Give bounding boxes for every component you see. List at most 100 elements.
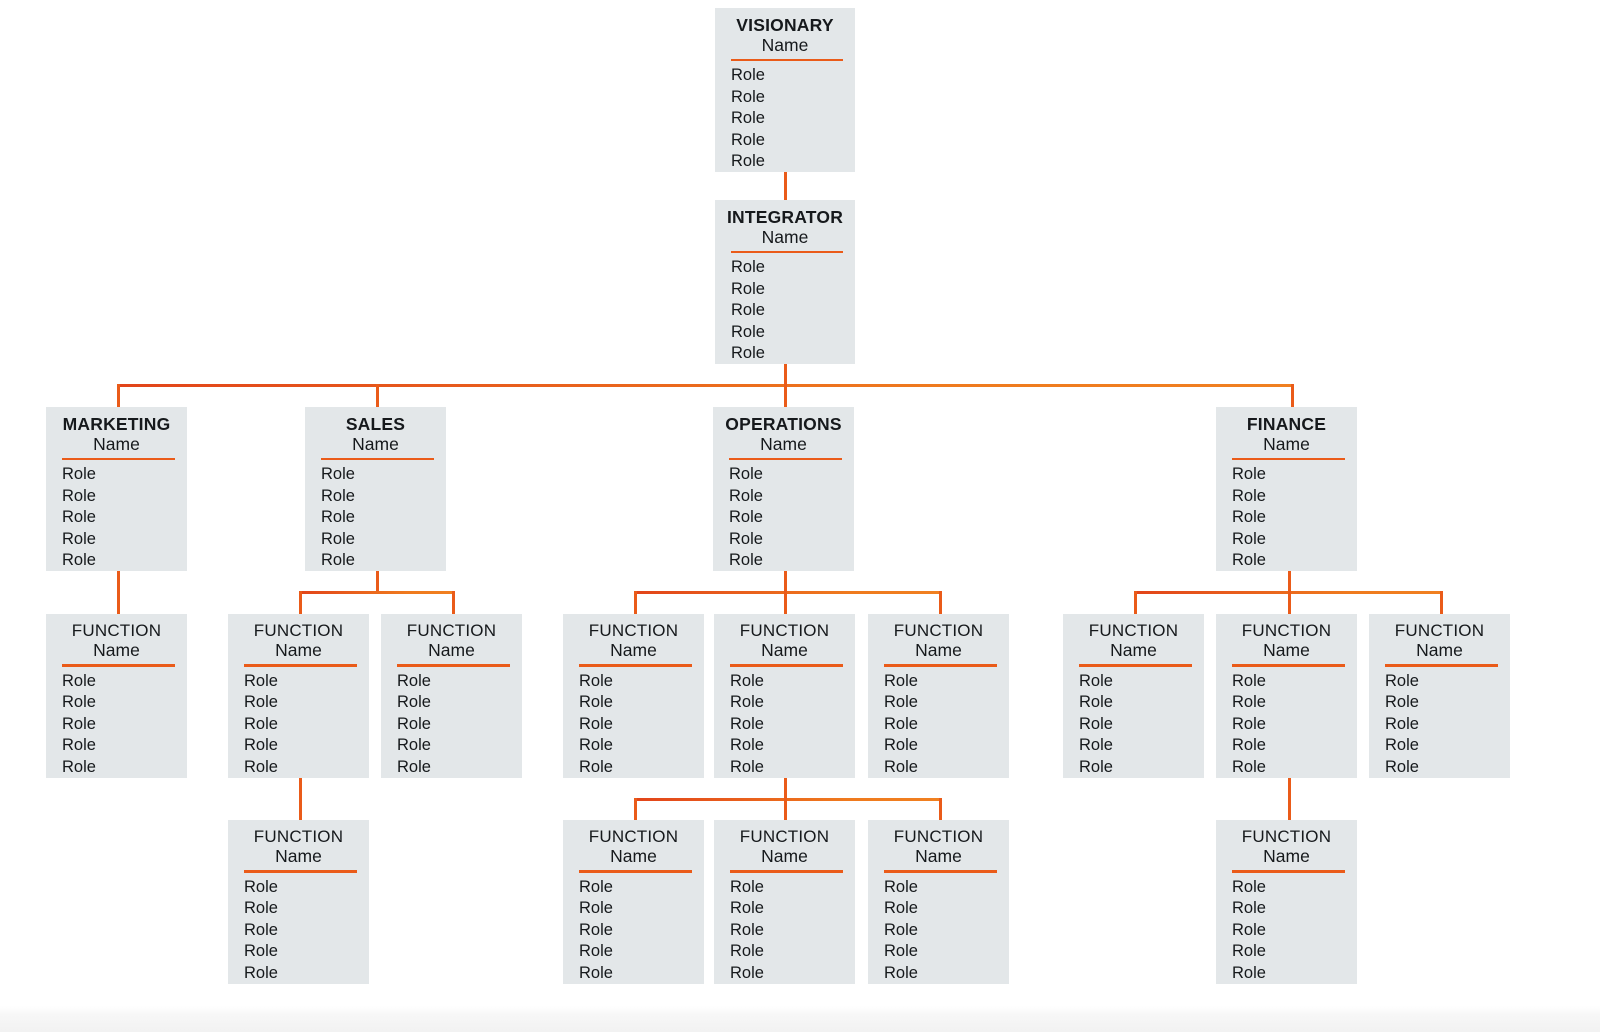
- node-operations-function-3[interactable]: FUNCTION Name Role Role Role Role Role: [868, 614, 1009, 778]
- node-divider: [730, 664, 843, 667]
- role-item: Role: [731, 322, 765, 341]
- role-item: Role: [579, 671, 613, 690]
- node-divider: [1232, 664, 1345, 667]
- role-list: Role Role Role Role Role: [1369, 671, 1510, 785]
- role-item: Role: [884, 671, 918, 690]
- role-item: Role: [244, 671, 278, 690]
- role-item: Role: [1232, 877, 1266, 896]
- role-list: Role Role Role Role Role: [563, 671, 704, 785]
- connector-drop-sales: [376, 384, 379, 408]
- node-operations-function-2[interactable]: FUNCTION Name Role Role Role Role Role: [714, 614, 855, 778]
- role-item: Role: [321, 551, 355, 570]
- role-list: Role Role Role Role Role: [1063, 671, 1204, 785]
- node-header: FUNCTION: [253, 827, 344, 846]
- role-item: Role: [244, 693, 278, 712]
- node-visionary[interactable]: VISIONARY Name Role Role Role Role Role: [715, 8, 855, 172]
- connector-drop-ops-fn-2: [784, 591, 787, 615]
- role-item: Role: [884, 920, 918, 939]
- role-item: Role: [729, 508, 763, 527]
- node-marketing-function-1[interactable]: FUNCTION Name Role Role Role Role Role: [46, 614, 187, 778]
- connector-sales-drop: [376, 570, 379, 593]
- connector-drop-fin-fn-2: [1288, 591, 1291, 615]
- role-item: Role: [397, 736, 431, 755]
- node-finance[interactable]: FINANCE Name Role Role Role Role Role: [1216, 407, 1357, 571]
- node-operations-function-2-sub-3[interactable]: FUNCTION Name Role Role Role Role Role: [868, 820, 1009, 984]
- connector-sales-fn-1-to-sub: [299, 777, 302, 821]
- role-item: Role: [397, 693, 431, 712]
- node-name: Name: [915, 640, 962, 661]
- connector-drop-ops-fn-3: [939, 591, 942, 615]
- role-list: Role Role Role Role Role: [713, 464, 854, 578]
- node-divider: [321, 457, 434, 461]
- role-item: Role: [730, 693, 764, 712]
- role-item: Role: [579, 714, 613, 733]
- role-item: Role: [1232, 963, 1266, 982]
- node-header: FUNCTION: [1088, 621, 1179, 640]
- role-item: Role: [884, 714, 918, 733]
- node-operations-function-2-sub-2[interactable]: FUNCTION Name Role Role Role Role Role: [714, 820, 855, 984]
- role-item: Role: [321, 486, 355, 505]
- node-finance-function-2[interactable]: FUNCTION Name Role Role Role Role Role: [1216, 614, 1357, 778]
- role-item: Role: [1232, 551, 1266, 570]
- connector-drop-operations: [784, 384, 787, 408]
- node-sales[interactable]: SALES Name Role Role Role Role Role: [305, 407, 446, 571]
- connector-operations-drop: [784, 570, 787, 593]
- role-item: Role: [1232, 508, 1266, 527]
- node-header: FINANCE: [1246, 414, 1327, 434]
- node-finance-function-1[interactable]: FUNCTION Name Role Role Role Role Role: [1063, 614, 1204, 778]
- role-list: Role Role Role Role Role: [381, 671, 522, 785]
- role-item: Role: [244, 942, 278, 961]
- node-divider: [1232, 457, 1345, 461]
- connector-drop-finance: [1291, 384, 1294, 408]
- role-item: Role: [1232, 671, 1266, 690]
- role-item: Role: [884, 942, 918, 961]
- node-divider: [244, 870, 357, 873]
- node-finance-function-3[interactable]: FUNCTION Name Role Role Role Role Role: [1369, 614, 1510, 778]
- role-item: Role: [244, 877, 278, 896]
- connector-ops-fn-2-drop: [784, 777, 787, 800]
- role-item: Role: [730, 736, 764, 755]
- node-header: INTEGRATOR: [726, 207, 844, 227]
- node-finance-function-2-sub[interactable]: FUNCTION Name Role Role Role Role Role: [1216, 820, 1357, 984]
- role-item: Role: [884, 757, 918, 776]
- node-operations-function-2-sub-1[interactable]: FUNCTION Name Role Role Role Role Role: [563, 820, 704, 984]
- node-sales-function-1[interactable]: FUNCTION Name Role Role Role Role Role: [228, 614, 369, 778]
- role-item: Role: [731, 344, 765, 363]
- node-operations[interactable]: OPERATIONS Name Role Role Role Role Role: [713, 407, 854, 571]
- role-item: Role: [62, 508, 96, 527]
- node-name: Name: [93, 433, 140, 454]
- role-item: Role: [1079, 693, 1113, 712]
- node-sales-function-1-sub[interactable]: FUNCTION Name Role Role Role Role Role: [228, 820, 369, 984]
- node-name: Name: [1263, 640, 1310, 661]
- role-item: Role: [1385, 736, 1419, 755]
- role-item: Role: [579, 736, 613, 755]
- node-name: Name: [761, 640, 808, 661]
- node-marketing[interactable]: MARKETING Name Role Role Role Role Role: [46, 407, 187, 571]
- node-sales-function-2[interactable]: FUNCTION Name Role Role Role Role Role: [381, 614, 522, 778]
- role-item: Role: [397, 671, 431, 690]
- role-item: Role: [244, 757, 278, 776]
- role-item: Role: [1079, 757, 1113, 776]
- role-item: Role: [731, 258, 765, 277]
- role-item: Role: [730, 671, 764, 690]
- role-item: Role: [397, 757, 431, 776]
- node-name: Name: [275, 846, 322, 867]
- connector-visionary-to-integrator: [784, 171, 787, 205]
- node-divider: [884, 664, 997, 667]
- node-divider: [1079, 664, 1192, 667]
- node-divider: [730, 870, 843, 873]
- node-header: FUNCTION: [893, 621, 984, 640]
- role-list: Role Role Role Role Role: [715, 257, 855, 371]
- node-divider: [729, 457, 842, 461]
- node-header: FUNCTION: [253, 621, 344, 640]
- node-operations-function-1[interactable]: FUNCTION Name Role Role Role Role Role: [563, 614, 704, 778]
- role-item: Role: [730, 877, 764, 896]
- node-name: Name: [915, 846, 962, 867]
- node-integrator[interactable]: INTEGRATOR Name Role Role Role Role Role: [715, 200, 855, 364]
- connector-fin-fn-2-to-sub: [1288, 777, 1291, 821]
- role-list: Role Role Role Role Role: [715, 65, 855, 179]
- node-divider: [1232, 870, 1345, 873]
- role-item: Role: [579, 942, 613, 961]
- connector-drop-sales-fn-2: [452, 591, 455, 615]
- role-list: Role Role Role Role Role: [563, 877, 704, 991]
